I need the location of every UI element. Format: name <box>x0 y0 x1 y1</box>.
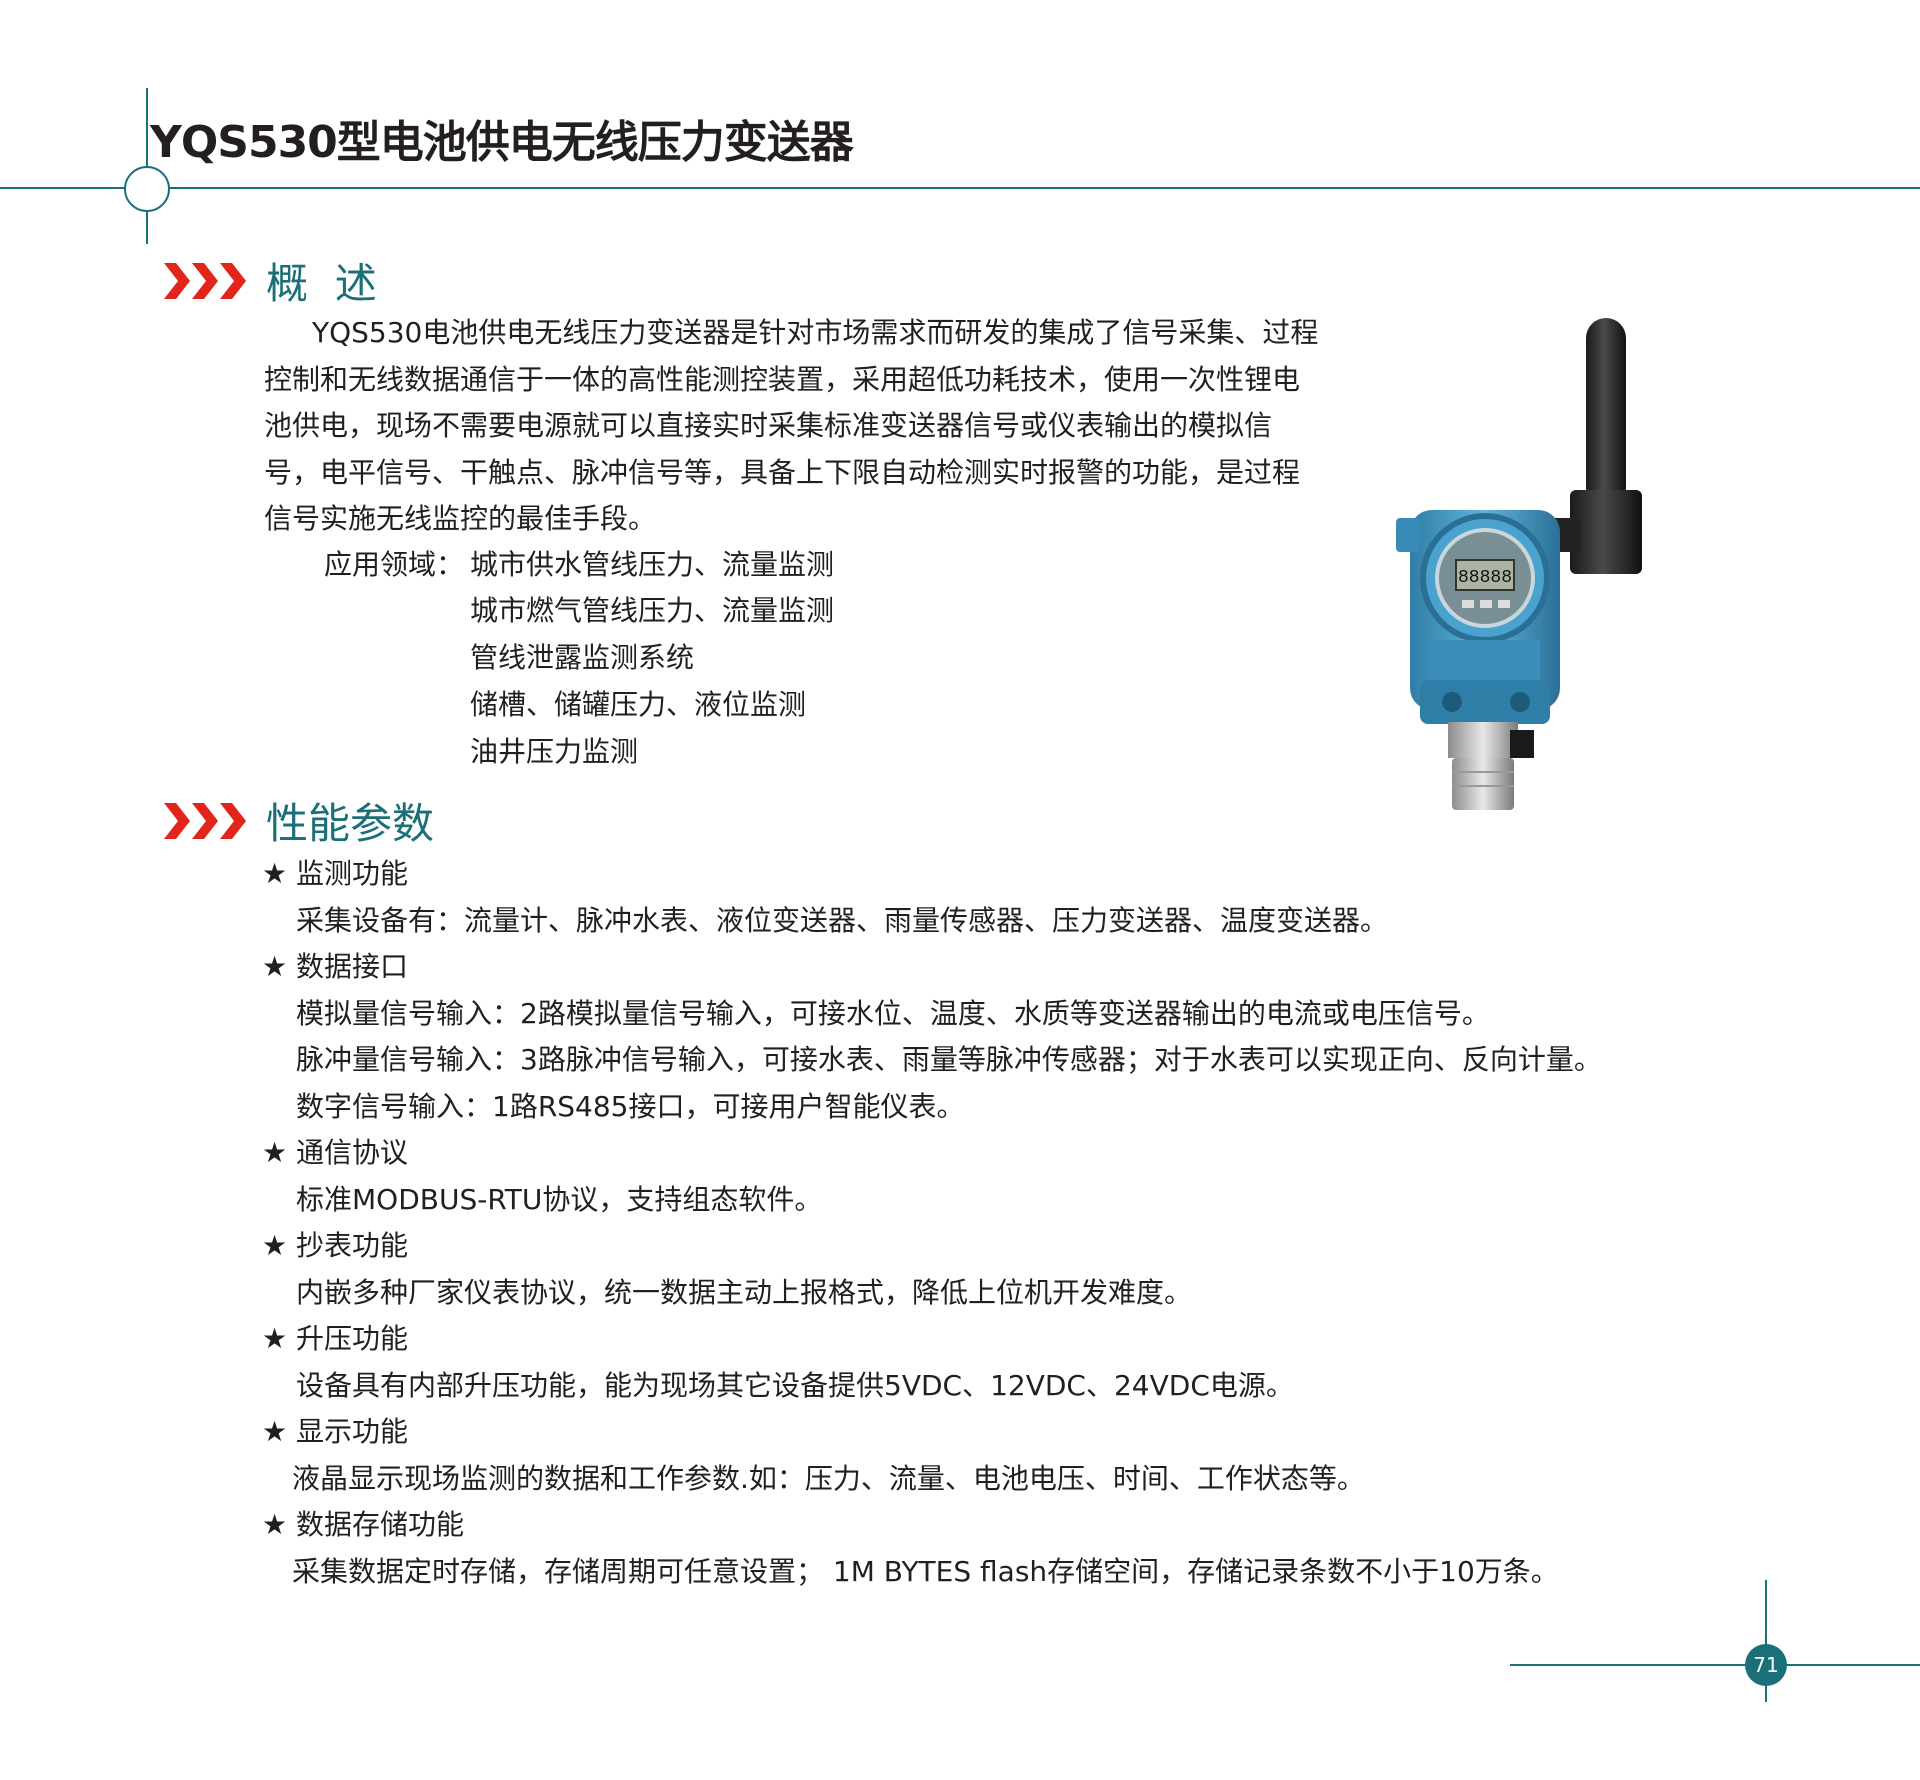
footer-vertical-rule <box>1765 1580 1767 1702</box>
spec-line: 模拟量信号输入：2路模拟量信号输入，可接水位、温度、水质等变送器输出的电流或电压… <box>296 997 1490 1030</box>
star-icon: ★ <box>262 1415 288 1448</box>
application-item: 城市供水管线压力、流量监测 <box>470 548 835 581</box>
spec-title-row: ★ 监测功能 <box>262 852 408 892</box>
spec-title-row: ★ 升压功能 <box>262 1317 408 1357</box>
spec-line: 脉冲量信号输入：3路脉冲信号输入，可接水表、雨量等脉冲传感器；对于水表可以实现正… <box>296 1043 1602 1076</box>
specs-heading: 性能参数 <box>164 790 434 851</box>
spec-line: 采集数据定时存储，存储周期可任意设置； 1M BYTES flash存储空间，存… <box>292 1555 1559 1588</box>
footer-rule <box>1510 1664 1920 1666</box>
product-image: 88888 <box>1396 318 1642 810</box>
overview-paragraph: YQS530电池供电无线压力变送器是针对市场需求而研发的集成了信号采集、过程控制… <box>264 310 1324 543</box>
spec-line: 液晶显示现场监测的数据和工作参数.如：压力、流量、电池电压、时间、工作状态等。 <box>292 1462 1365 1495</box>
lcd-display: 88888 <box>1458 568 1512 588</box>
star-icon: ★ <box>262 1136 288 1169</box>
spec-line: 内嵌多种厂家仪表协议，统一数据主动上报格式，降低上位机开发难度。 <box>296 1276 1193 1309</box>
application-item: 管线泄露监测系统 <box>470 641 695 674</box>
spec-line: 采集设备有：流量计、脉冲水表、液位变送器、雨量传感器、压力变送器、温度变送器。 <box>296 904 1389 937</box>
spec-title: 数据存储功能 <box>296 1508 465 1541</box>
application-item: 储槽、储罐压力、液位监测 <box>470 688 807 721</box>
spec-title-row: ★ 通信协议 <box>262 1131 408 1171</box>
spec-title: 抄表功能 <box>296 1229 409 1262</box>
application-item: 城市燃气管线压力、流量监测 <box>470 594 835 627</box>
spec-line: 标准MODBUS-RTU协议，支持组态软件。 <box>296 1183 823 1216</box>
page-title: YQS530型电池供电无线压力变送器 <box>150 117 854 168</box>
star-icon: ★ <box>262 1229 288 1262</box>
star-icon: ★ <box>262 1322 288 1355</box>
specs-heading-text: 性能参数 <box>266 799 435 848</box>
overview-heading-text: 概 述 <box>266 259 377 308</box>
header-circle <box>124 166 170 212</box>
spec-title: 数据接口 <box>296 950 409 983</box>
spec-title-row: ★ 显示功能 <box>262 1410 408 1450</box>
spec-title: 升压功能 <box>296 1322 409 1355</box>
spec-title: 监测功能 <box>296 857 409 890</box>
star-icon: ★ <box>262 857 288 890</box>
spec-title-row: ★ 数据存储功能 <box>262 1503 464 1543</box>
star-icon: ★ <box>262 950 288 983</box>
overview-heading: 概 述 <box>164 250 377 311</box>
chevron-arrows-icon <box>164 802 246 839</box>
star-icon: ★ <box>262 1508 288 1541</box>
applications-label: 应用领域： <box>324 548 465 581</box>
spec-title: 通信协议 <box>296 1136 409 1169</box>
spec-title-row: ★ 抄表功能 <box>262 1224 408 1264</box>
spec-line: 数字信号输入：1路RS485接口，可接用户智能仪表。 <box>296 1090 965 1123</box>
overview-paragraph-text: YQS530电池供电无线压力变送器是针对市场需求而研发的集成了信号采集、过程控制… <box>264 316 1319 535</box>
page-number: 71 <box>1745 1644 1787 1686</box>
header-rule <box>0 187 1920 189</box>
spec-title-row: ★ 数据接口 <box>262 945 408 985</box>
application-item: 油井压力监测 <box>470 735 639 768</box>
spec-title: 显示功能 <box>296 1415 409 1448</box>
spec-line: 设备具有内部升压功能，能为现场其它设备提供5VDC、12VDC、24VDC电源。 <box>296 1369 1294 1402</box>
chevron-arrows-icon <box>164 262 246 299</box>
